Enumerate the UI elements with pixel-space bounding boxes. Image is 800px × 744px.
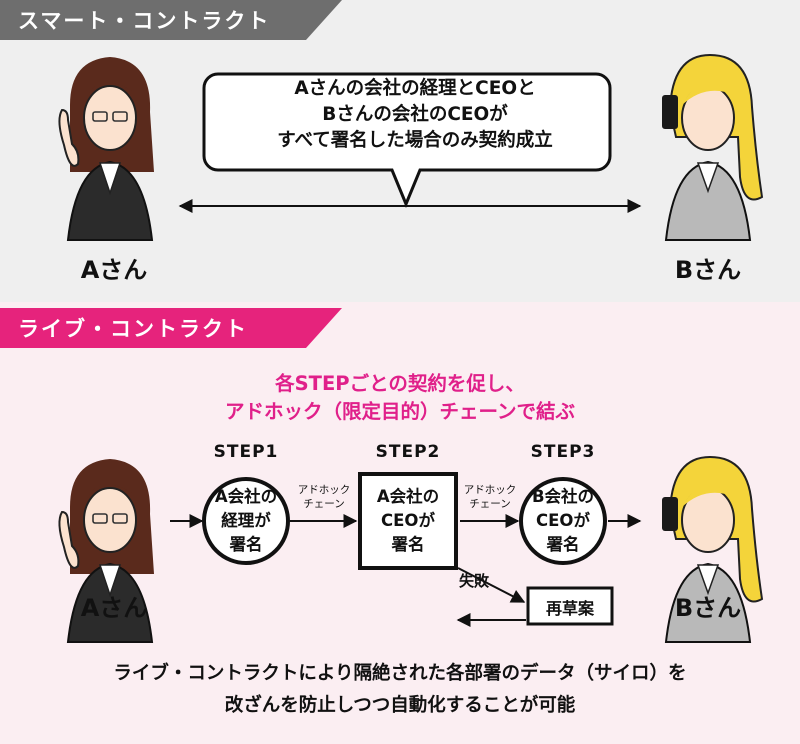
footer-line: 改ざんを防止しつつ自動化することが可能 [224, 695, 576, 716]
person-a-label: Aさん [80, 594, 148, 622]
person-b-label: Bさん [674, 594, 742, 622]
person-b-label: Bさん [674, 256, 742, 284]
step2-title: STEP2 [375, 442, 441, 462]
live-contract-title: ライブ・コントラクト [18, 317, 248, 341]
step2-line: CEOが [381, 511, 435, 530]
step3-line: 署名 [546, 535, 580, 554]
live-contract-panel: ライブ・コントラクト 各STEPごとの契約を促し、 アドホック（限定目的）チェー… [0, 302, 800, 744]
adhoc-line: アドホック [463, 484, 517, 496]
headline-line: 各STEPごとの契約を促し、 [275, 372, 525, 395]
person-b-illustration [662, 53, 764, 241]
step1-line: 経理が [221, 511, 271, 530]
smart-contract-title: スマート・コントラクト [18, 9, 271, 33]
person-a-illustration [58, 459, 154, 643]
footer-text: ライブ・コントラクトにより隔絶された各部署のデータ（サイロ）を 改ざんを防止しつ… [20, 658, 780, 722]
failure-label: 失敗 [458, 572, 489, 590]
redraft-label: 再草案 [545, 599, 594, 618]
speech-bubble [202, 72, 612, 208]
arrow-failure [457, 567, 526, 603]
step1-line: A会社の [214, 487, 278, 506]
redraft-node [526, 586, 614, 626]
person-a-label: Aさん [80, 256, 148, 284]
step1-node [202, 477, 290, 565]
step2-text: A会社の CEOが 署名 [368, 485, 448, 557]
speech-bubble-text: Aさんの会社の経理とCEOと Bさんの会社のCEOが すべて署名した場合のみ契約… [230, 76, 600, 154]
adhoc-chain-label-1: アドホック チェーン [293, 483, 355, 511]
adhoc-line: アドホック [297, 484, 351, 496]
adhoc-line: チェーン [469, 498, 511, 510]
step3-line: CEOが [536, 511, 590, 530]
step2-node [358, 472, 458, 570]
step3-line: B会社の [531, 487, 595, 506]
step3-node [519, 477, 607, 565]
step3-title: STEP3 [530, 442, 596, 462]
adhoc-chain-label-2: アドホック チェーン [459, 483, 521, 511]
step1-line: 署名 [229, 535, 263, 554]
live-contract-graphics [58, 455, 764, 643]
step1-text: A会社の 経理が 署名 [206, 485, 286, 557]
live-contract-headline: 各STEPごとの契約を促し、 アドホック（限定目的）チェーンで結ぶ [140, 370, 660, 426]
person-a-illustration [58, 57, 154, 241]
live-contract-banner: ライブ・コントラクト [0, 308, 342, 348]
footer-line: ライブ・コントラクトにより隔絶された各部署のデータ（サイロ）を [113, 663, 687, 684]
speech-line: すべて署名した場合のみ契約成立 [277, 130, 553, 151]
smart-contract-banner: スマート・コントラクト [0, 0, 342, 40]
speech-line: Bさんの会社のCEOが [322, 104, 508, 125]
smart-contract-graphics [58, 53, 764, 241]
step1-title: STEP1 [213, 442, 279, 462]
speech-line: Aさんの会社の経理とCEOと [294, 78, 536, 99]
step2-line: 署名 [391, 535, 425, 554]
step3-text: B会社の CEOが 署名 [523, 485, 603, 557]
headline-line: アドホック（限定目的）チェーンで結ぶ [224, 400, 576, 423]
step2-line: A会社の [376, 487, 440, 506]
person-b-illustration [662, 455, 764, 643]
adhoc-line: チェーン [303, 498, 345, 510]
smart-contract-panel: スマート・コントラクト [0, 0, 800, 302]
